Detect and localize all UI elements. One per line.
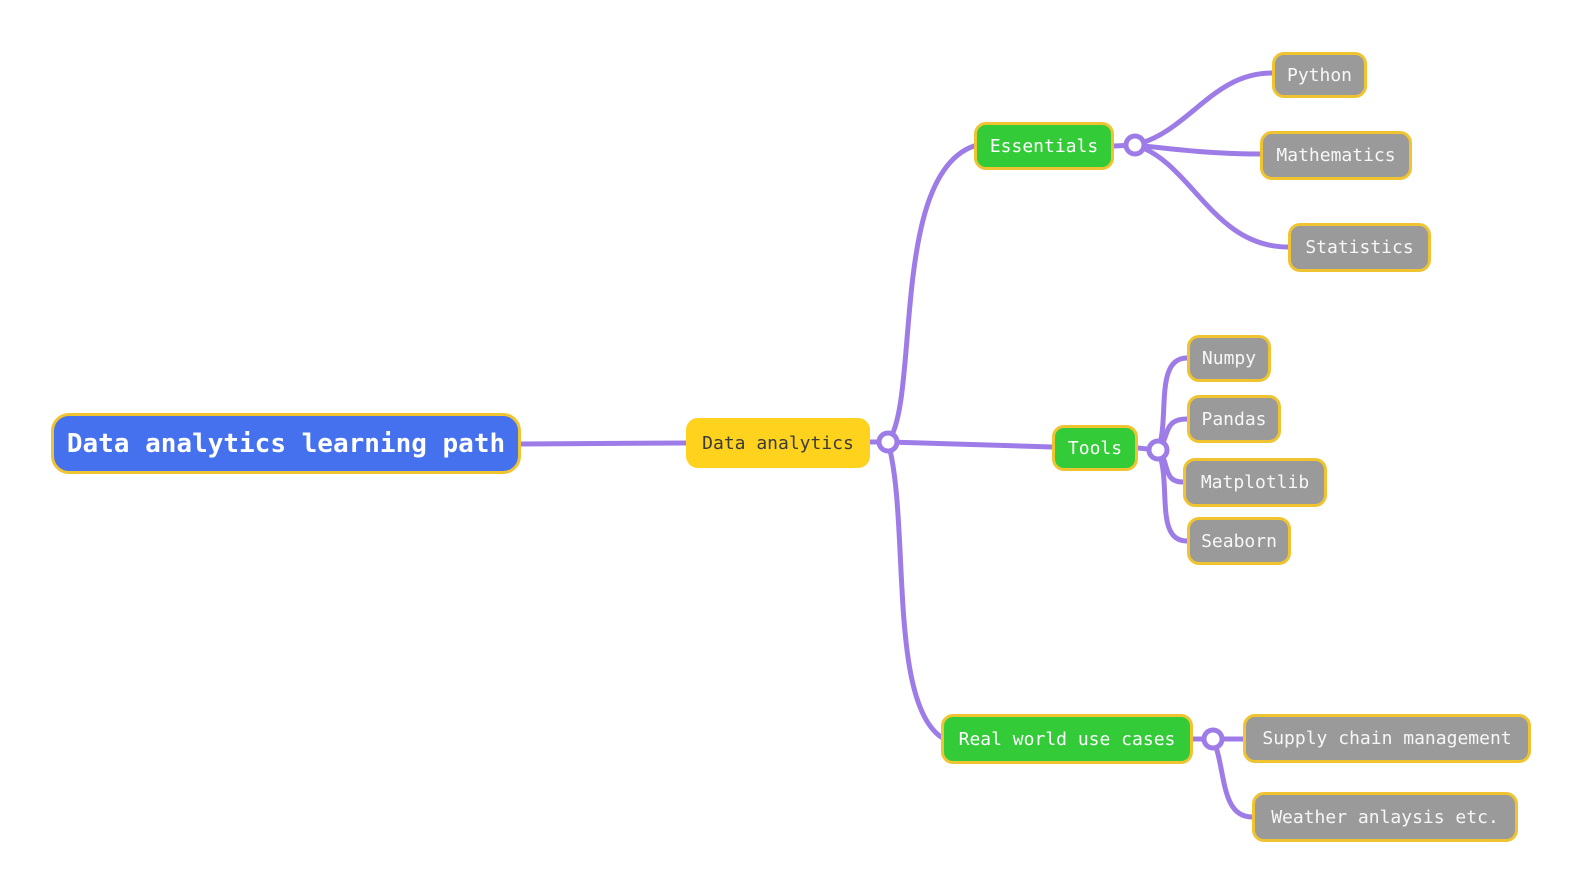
center-node[interactable]: Data analytics	[686, 418, 870, 468]
child-node-mathematics[interactable]: Mathematics	[1260, 131, 1412, 180]
child-node-supply-chain-management[interactable]: Supply chain management	[1243, 714, 1531, 763]
toggle-circle-real-world[interactable]	[1201, 727, 1225, 751]
edge-tools-numpy	[1155, 355, 1190, 453]
edge-center-real-world	[885, 439, 944, 740]
edge-essentials-statistics	[1132, 142, 1291, 250]
child-node-weather-analysis[interactable]: Weather anlaysis etc.	[1252, 792, 1518, 842]
toggle-circle-essentials[interactable]	[1123, 133, 1147, 157]
edge-center-tools	[885, 439, 1055, 450]
toggle-circle-tools[interactable]	[1146, 438, 1170, 462]
child-node-python[interactable]: Python	[1272, 52, 1367, 98]
child-node-matplotlib[interactable]: Matplotlib	[1183, 458, 1327, 507]
child-node-seaborn[interactable]: Seaborn	[1187, 517, 1291, 565]
toggle-circle-center[interactable]	[876, 430, 900, 454]
branch-node-real-world-use-cases[interactable]: Real world use cases	[941, 714, 1193, 764]
child-node-pandas[interactable]: Pandas	[1187, 395, 1281, 443]
edge-tools-seaborn	[1155, 447, 1190, 544]
edge-essentials-mathematics	[1132, 142, 1263, 157]
branch-node-essentials[interactable]: Essentials	[974, 122, 1114, 170]
edge-essentials-python	[1132, 70, 1275, 148]
child-node-numpy[interactable]: Numpy	[1187, 335, 1271, 382]
root-node[interactable]: Data analytics learning path	[51, 413, 521, 474]
edge-center-essentials	[885, 143, 977, 445]
branch-node-tools[interactable]: Tools	[1052, 425, 1138, 471]
child-node-statistics[interactable]: Statistics	[1288, 223, 1431, 272]
edge-root-center	[518, 440, 689, 447]
